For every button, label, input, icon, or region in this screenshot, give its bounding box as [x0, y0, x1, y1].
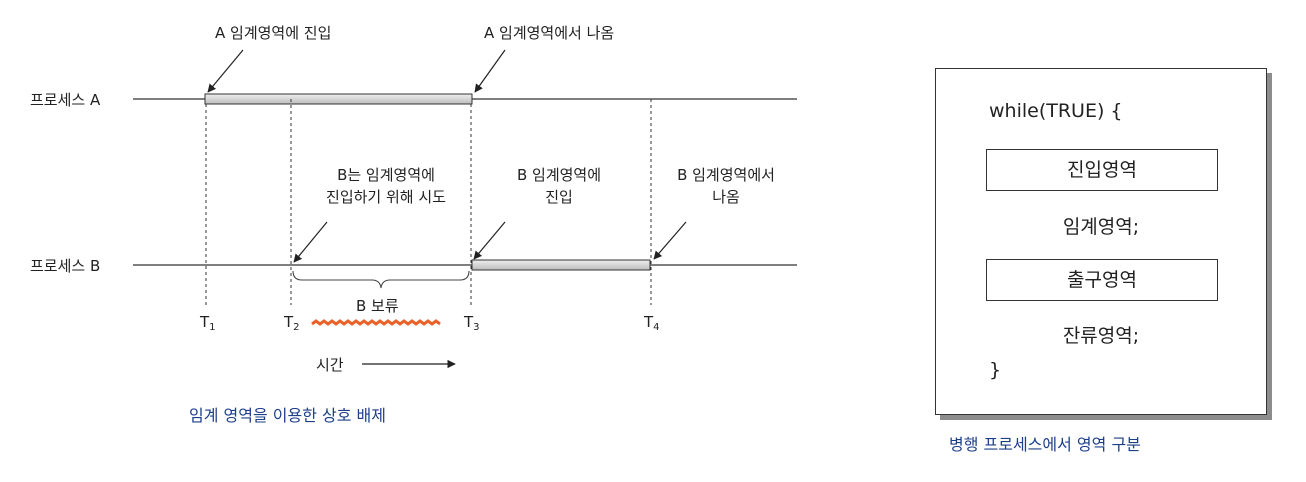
entry-section-box: 진입영역: [986, 149, 1218, 191]
remainder-section-line: 잔류영역;: [1062, 325, 1140, 347]
annotation-b-exit-line2: 나옴: [712, 188, 740, 206]
exit-section-box: 출구영역: [986, 259, 1218, 301]
annotation-b-try-line2: 진입하기 위해 시도: [326, 188, 446, 206]
tick-t3: T3: [464, 313, 480, 333]
arrow-b-try: [293, 221, 328, 263]
process-a-critical-bar: [204, 93, 473, 105]
b-wait-highlight: [311, 319, 441, 326]
b-wait-brace: [292, 270, 470, 289]
annotation-b-enter-line2: 진입: [545, 188, 573, 206]
tick-t2: T2: [284, 313, 300, 333]
process-a-label: 프로세스 A: [30, 91, 101, 109]
annotation-b-exit-line1: B 임계영역에서: [677, 166, 775, 184]
b-wait-label: B 보류: [356, 297, 399, 315]
process-b-critical-bar: [471, 259, 651, 271]
code-close-brace: }: [989, 359, 1002, 381]
time-label: 시간: [316, 356, 344, 374]
right-caption: 병행 프로세스에서 영역 구분: [949, 435, 1141, 454]
process-b-label: 프로세스 B: [30, 257, 101, 275]
tick-t1: T1: [200, 313, 216, 333]
critical-section-line: 임계영역;: [1062, 216, 1140, 238]
annotation-a-exit: A 임계영역에서 나옴: [484, 24, 615, 42]
annotation-a-enter: A 임계영역에 진입: [215, 24, 332, 42]
annotation-b-enter-line1: B 임계영역에: [516, 166, 602, 184]
tick-t4: T4: [644, 313, 660, 333]
annotation-b-exit: B 임계영역에서 나옴: [656, 164, 796, 208]
arrow-b-enter: [473, 221, 506, 260]
left-caption: 임계 영역을 이용한 상호 배제: [189, 406, 386, 425]
annotation-b-enter: B 임계영역에 진입: [497, 164, 621, 208]
arrow-a-exit: [474, 49, 506, 93]
annotation-b-try: B는 임계영역에 진입하기 위해 시도: [298, 164, 474, 208]
arrow-a-enter: [207, 49, 244, 93]
annotation-b-try-line1: B는 임계영역에: [337, 166, 435, 184]
code-panel: while(TRUE) { 진입영역 임계영역; 출구영역 잔류영역; }: [935, 68, 1267, 415]
code-while-line: while(TRUE) {: [989, 100, 1123, 122]
arrow-b-exit: [653, 221, 687, 260]
